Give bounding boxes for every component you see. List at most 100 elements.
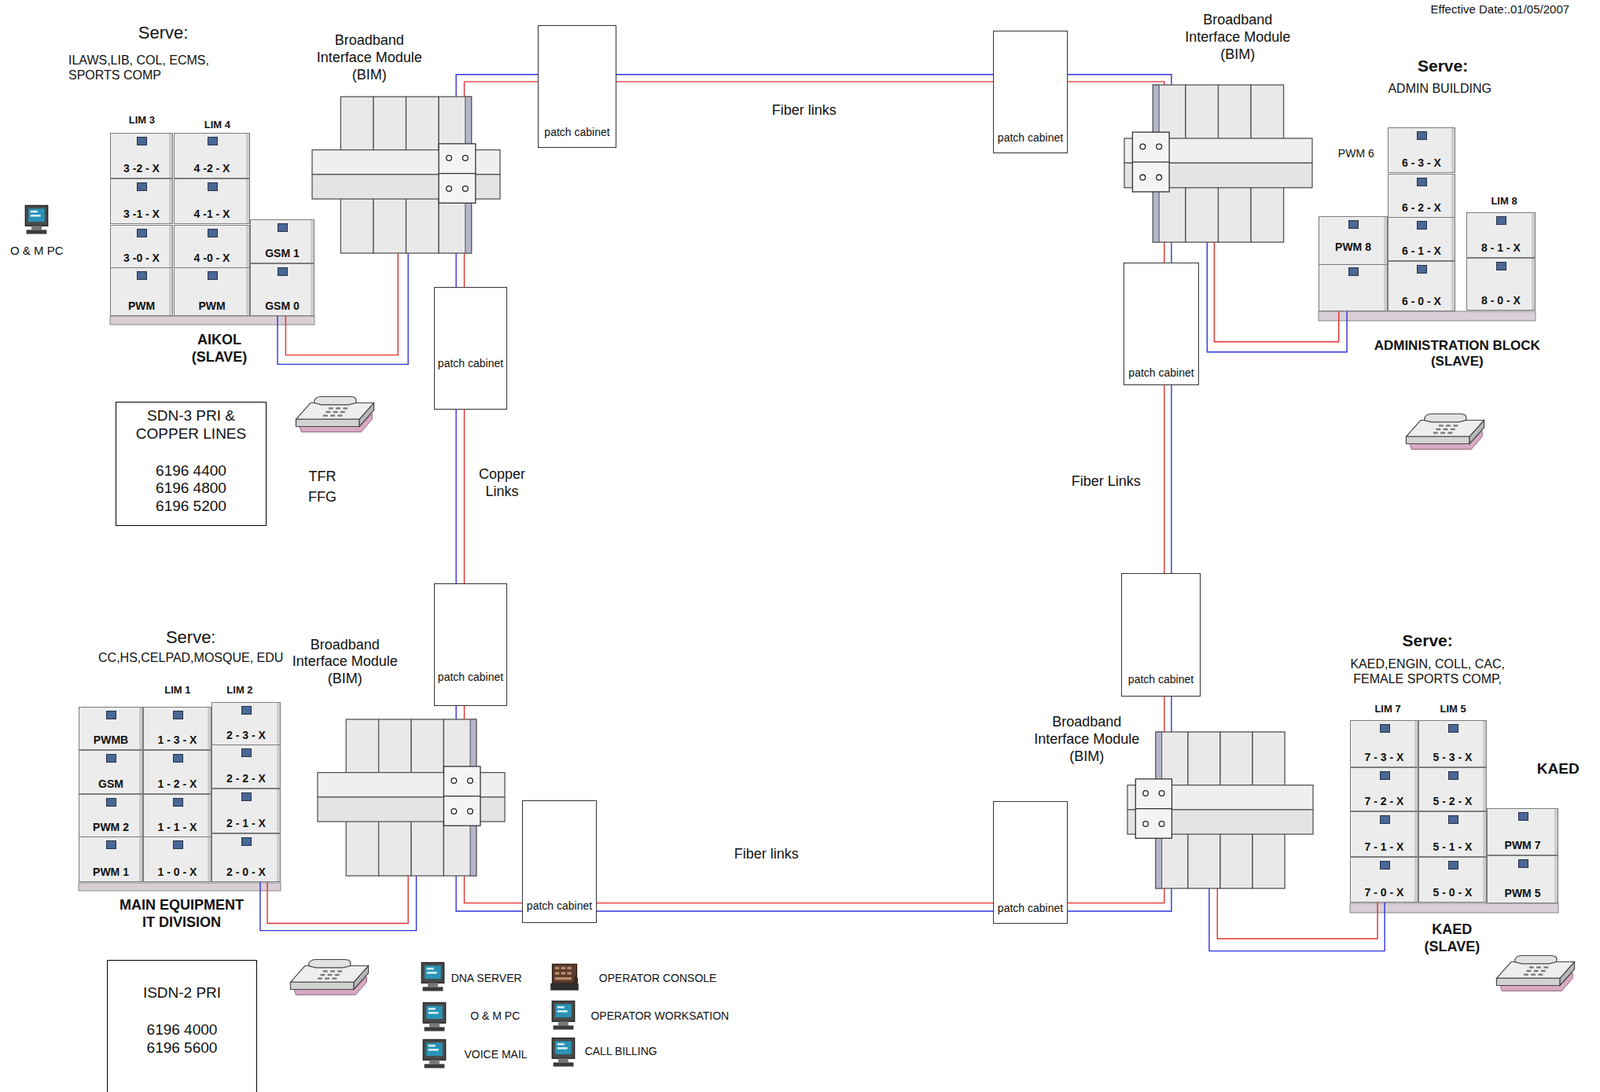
red-link <box>267 875 409 924</box>
node-label: 1 - 0 - X <box>158 865 198 880</box>
text-label: CC,HS,CELPAD,MOSQUE, EDU <box>98 650 284 666</box>
node-label: 2 - 3 - X <box>226 728 266 743</box>
trunk-box: ISDN-2 PRI6196 40006196 5600 <box>106 960 258 1092</box>
red-link <box>1163 242 1165 263</box>
node-label: patch cabinet <box>1128 673 1194 687</box>
patch-cabinet: patch cabinet <box>434 583 508 707</box>
text-label: Copper Links <box>470 466 534 501</box>
cabinet-module: PWM <box>173 267 251 317</box>
node-label: patch cabinet <box>997 901 1063 916</box>
pc-icon <box>421 962 444 991</box>
cabinet-module: 5 - 1 - X <box>1418 811 1487 858</box>
cabinet-module: 1 - 3 - X <box>143 706 212 751</box>
text-label: FFG <box>308 489 337 507</box>
cabinet-module: 2 - 3 - X <box>211 702 281 746</box>
status-lamp <box>1348 220 1359 229</box>
cabinet-module: 6 - 0 - X <box>1387 261 1456 312</box>
text-label: O & M PC <box>470 1009 520 1023</box>
status-lamp <box>1448 815 1459 824</box>
trunk-box: SDN-3 PRI & COPPER LINES6196 44006196 48… <box>115 401 267 526</box>
interface-module: Broadband Interface Module (BIM) <box>1127 731 1314 889</box>
status-lamp <box>1448 724 1459 733</box>
status-lamp <box>241 706 252 715</box>
node-label: 4 -2 - X <box>194 161 231 176</box>
patch-cabinet: patch cabinet <box>537 25 617 148</box>
node-label: GSM 1 <box>264 246 300 261</box>
blue-link <box>456 74 538 97</box>
node-label: 5 - 3 - X <box>1433 750 1473 765</box>
bim-figure <box>1124 84 1313 243</box>
status-lamp <box>106 710 117 720</box>
blue-link <box>1170 696 1172 732</box>
text-label: TFR <box>308 468 337 486</box>
node-label: 4 -1 - X <box>194 207 231 221</box>
text-label: OPERATOR WORKSATION <box>590 1009 729 1023</box>
status-lamp <box>1416 177 1428 187</box>
status-lamp <box>1518 812 1529 821</box>
cabinet-module: 7 - 1 - X <box>1349 811 1419 858</box>
status-lamp <box>277 223 288 232</box>
cabinet-module: 7 - 3 - X <box>1349 720 1419 768</box>
node-label: 7 - 2 - X <box>1364 794 1405 809</box>
node-label: 6 - 0 - X <box>1401 294 1442 309</box>
cabinet-module: 6 - 3 - X <box>1387 127 1456 173</box>
pc-icon <box>551 1000 574 1030</box>
patch-cabinet: patch cabinet <box>1121 573 1201 697</box>
console-icon <box>550 963 579 990</box>
site-title: MAIN EQUIPMENT IT DIVISION <box>115 897 248 931</box>
red-link <box>463 253 465 287</box>
text-label: Serve: <box>138 22 189 44</box>
site-title: LIM 4 <box>204 118 231 132</box>
node-label: GSM 0 <box>264 299 300 313</box>
node-label: 1 - 1 - X <box>158 820 198 835</box>
text-label: Fiber links <box>772 102 837 120</box>
text-label: Effective Date:.01/05/2007 <box>1430 2 1571 17</box>
node-label: 8 - 0 - X <box>1481 294 1521 308</box>
patch-cabinet: patch cabinet <box>993 30 1068 154</box>
status-lamp <box>172 840 184 850</box>
status-lamp <box>1379 860 1391 870</box>
cabinet-module: 5 - 0 - X <box>1418 857 1487 903</box>
node-label: patch cabinet <box>544 125 610 140</box>
cabinet-module: 4 -0 - X <box>173 224 251 269</box>
node-label: ISDN-2 PRI <box>112 984 252 1003</box>
node-label: PWM 1 <box>92 865 129 880</box>
bim-figure <box>1127 731 1314 889</box>
line-number: 6196 4000 <box>112 1021 252 1040</box>
node-label: 5 - 0 - X <box>1433 886 1473 900</box>
cabinet-module: GSM 1 <box>250 219 315 264</box>
module-heading: Broadband Interface Module (BIM) <box>286 636 405 688</box>
red-link <box>1067 81 1165 85</box>
module-heading: Broadband Interface Module (BIM) <box>1027 713 1146 766</box>
status-lamp <box>172 754 184 763</box>
blue-link <box>456 875 523 912</box>
blue-link <box>616 73 994 75</box>
red-link <box>464 81 538 97</box>
node-label: 6 - 2 - X <box>1401 201 1442 215</box>
status-lamp <box>1379 771 1391 780</box>
blue-link <box>1170 242 1172 263</box>
status-lamp <box>1496 261 1507 271</box>
node-label: PWM <box>198 299 225 313</box>
node-label: 7 - 1 - X <box>1364 840 1405 854</box>
cabinet-module: 5 - 2 - X <box>1418 767 1487 812</box>
telephone-icon <box>295 396 374 432</box>
text-label: OPERATOR CONSOLE <box>599 971 718 986</box>
site-title: LIM 3 <box>128 114 155 127</box>
node-label: 2 - 2 - X <box>226 772 266 786</box>
blue-link <box>455 706 457 720</box>
node-label: 8 - 1 - X <box>1481 241 1521 255</box>
cabinet-module: 4 -1 - X <box>173 178 251 225</box>
text-label: O & M PC <box>10 243 64 258</box>
node-label: 1 - 2 - X <box>158 777 198 791</box>
status-lamp <box>241 837 252 846</box>
node-label: 2 - 0 - X <box>226 865 266 880</box>
cabinet-module: 7 - 2 - X <box>1349 767 1419 812</box>
status-lamp <box>1348 267 1359 276</box>
node-label: PWM 2 <box>92 820 129 835</box>
cabinet-module: 6 - 2 - X <box>1387 173 1456 218</box>
node-label: PWM 8 <box>1335 240 1372 254</box>
site-title: LIM 5 <box>1439 702 1466 716</box>
pc-icon <box>551 1037 574 1067</box>
cabinet-module: 2 - 1 - X <box>211 788 281 834</box>
